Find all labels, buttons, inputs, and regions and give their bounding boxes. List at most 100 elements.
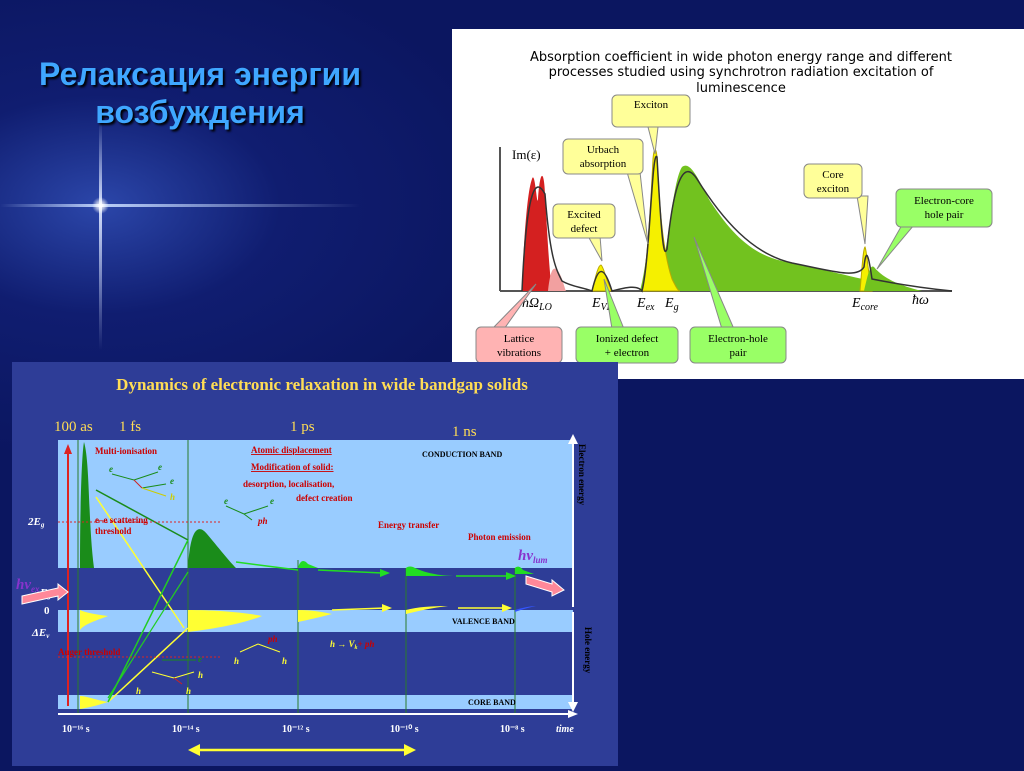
axis-e-ve: EVE xyxy=(591,296,613,313)
tick-8: 10⁻⁸ s xyxy=(500,724,525,735)
hole-axis-arrow xyxy=(568,702,578,712)
slide-title-line2: возбуждения xyxy=(95,94,305,130)
callout-urbach: Urbach absorption xyxy=(562,138,649,245)
absorption-panel: Absorption coefficient in wide photon en… xyxy=(452,29,1024,379)
tick-14: 10⁻¹⁴ s xyxy=(172,724,200,735)
svg-text:h: h xyxy=(198,670,203,680)
conduction-band xyxy=(58,440,573,568)
svg-text:pair: pair xyxy=(729,347,746,359)
hot-electron-distribution xyxy=(80,442,94,568)
callout-excited-defect: Excited defect xyxy=(552,203,616,262)
light-flare-horizontal xyxy=(0,204,360,207)
axis-hOmega-lo: ħΩLO xyxy=(522,296,552,313)
label-2eg: 2Eg xyxy=(27,516,45,529)
label-desorption: desorption, localisation, xyxy=(243,479,334,489)
red-energy-arrowhead xyxy=(64,444,72,454)
absorption-figure: Absorption coefficient in wide photon en… xyxy=(475,50,993,364)
svg-text:exciton: exciton xyxy=(817,183,850,195)
label-scattering-threshold-2: threshold xyxy=(95,526,131,536)
label-core-band: CORE BAND xyxy=(468,698,516,707)
axis-e-g: Eg xyxy=(664,296,679,313)
electron-1ps xyxy=(298,560,318,568)
core-band-fill xyxy=(864,266,922,291)
label-self-trapping: h → Vk+ ph xyxy=(330,639,374,651)
svg-text:e: e xyxy=(170,476,174,486)
hole-transfer-line-1 xyxy=(331,607,385,611)
label-hv-ex: hνex xyxy=(16,577,40,594)
svg-text:defect: defect xyxy=(571,223,598,235)
dynamics-title: Dynamics of electronic relaxation in wid… xyxy=(116,375,528,394)
tick-12: 10⁻¹² s xyxy=(282,724,310,735)
label-zero: 0 xyxy=(44,605,50,617)
hole-scattering-sketch: e h h h ph h h xyxy=(136,634,287,696)
svg-text:Exciton: Exciton xyxy=(634,99,669,111)
time-1ns: 1 ns xyxy=(452,424,477,440)
excitation-arrow xyxy=(21,582,69,605)
callout-core-exciton: Core exciton xyxy=(803,163,869,245)
electron-transfer-line-1 xyxy=(235,561,299,571)
svg-text:Electron-hole: Electron-hole xyxy=(708,333,768,345)
svg-text:Core: Core xyxy=(822,169,844,181)
svg-text:Lattice: Lattice xyxy=(504,333,535,345)
label-scattering-threshold-1: e–e scattering xyxy=(95,515,148,525)
svg-text:ph: ph xyxy=(267,634,278,644)
electron-hole-band xyxy=(640,152,912,291)
callout-ionized-defect: Ionized defect + electron xyxy=(575,278,679,364)
callout-electron-hole-pair: Electron-hole pair xyxy=(689,236,787,364)
core-hole-distribution xyxy=(80,696,108,709)
diag-green-1 xyxy=(95,489,189,541)
label-delta-ev: ΔEv xyxy=(31,627,50,640)
light-flare-vertical xyxy=(99,120,102,350)
label-valence-band: VALENCE BAND xyxy=(452,617,515,626)
svg-text:e: e xyxy=(270,496,274,506)
svg-text:Excited: Excited xyxy=(567,209,601,221)
dynamics-panel: Dynamics of electronic relaxation in wid… xyxy=(12,362,618,766)
absorption-title-line3: luminescence xyxy=(696,81,786,96)
range-arrow-right xyxy=(404,744,416,756)
absorption-ylabel: Im(ε) xyxy=(512,147,541,162)
svg-text:h: h xyxy=(136,686,141,696)
electron-axis-arrow xyxy=(568,434,578,444)
diag-green-3 xyxy=(107,571,189,699)
slide-title: Релаксация энергии возбуждения xyxy=(10,55,390,131)
svg-text:e: e xyxy=(224,496,228,506)
callout-exciton: Exciton xyxy=(611,94,691,155)
svg-text:h: h xyxy=(170,492,175,502)
light-flare-center xyxy=(92,197,109,214)
hole-distribution-fs xyxy=(80,610,108,630)
label-multi-ionisation: Multi-ionisation xyxy=(95,446,157,456)
absorption-title-line1: Absorption coefficient in wide photon en… xyxy=(530,50,952,65)
time-100as: 100 as xyxy=(54,419,93,435)
callout-electron-core-hole: Electron-core hole pair xyxy=(876,188,993,270)
electron-1ns xyxy=(406,566,458,576)
slide-title-line1: Релаксация энергии xyxy=(39,56,361,92)
time-1ps: 1 ps xyxy=(290,419,315,435)
label-auger-threshold: Auger threshold xyxy=(58,647,120,657)
lattice-tail xyxy=(548,268,566,291)
emission-arrow xyxy=(525,575,565,597)
thermalized-electron-distribution xyxy=(188,529,236,568)
hole-distribution-8 xyxy=(515,606,536,612)
excited-defect-peak xyxy=(591,264,613,292)
svg-text:ph: ph xyxy=(257,516,268,526)
label-energy-transfer: Energy transfer xyxy=(378,520,439,530)
svg-text:absorption: absorption xyxy=(580,158,627,170)
label-defect-creation: defect creation xyxy=(296,493,353,503)
diag-yellow-1 xyxy=(95,496,185,629)
svg-text:e: e xyxy=(158,462,162,472)
spectrum-outline xyxy=(521,156,953,293)
hole-energy-label: Hole energy xyxy=(583,627,593,674)
svg-text:h: h xyxy=(234,656,239,666)
svg-text:e: e xyxy=(109,464,113,474)
svg-text:vibrations: vibrations xyxy=(497,347,541,359)
diag-green-2 xyxy=(107,539,189,703)
label-hv-lum: hνlum xyxy=(518,548,548,565)
hole-distribution-10 xyxy=(406,606,448,614)
electron-transfer-arrow-2 xyxy=(506,572,516,580)
range-arrow-left xyxy=(188,744,200,756)
svg-text:e: e xyxy=(198,654,202,664)
label-modification: Modification of solid: xyxy=(251,462,334,472)
hole-distribution-14 xyxy=(188,610,262,632)
time-axis-arrow xyxy=(568,710,578,718)
diag-yellow-2 xyxy=(107,627,189,703)
